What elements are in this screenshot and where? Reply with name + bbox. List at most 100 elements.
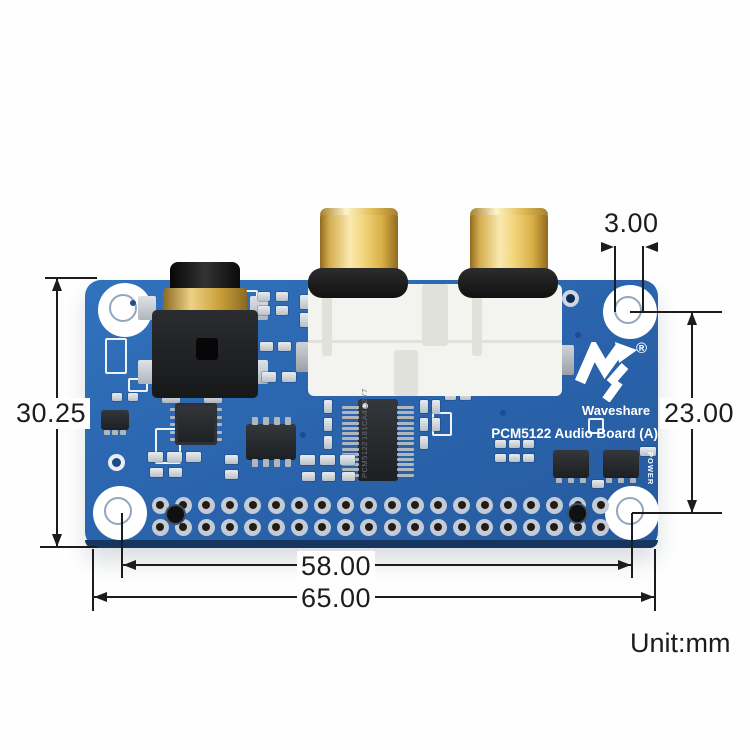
header-hole bbox=[545, 518, 563, 536]
registered-trademark: ® bbox=[636, 340, 648, 357]
hole-bore bbox=[614, 296, 642, 324]
rca-base-notch bbox=[422, 284, 448, 346]
smd-component bbox=[169, 468, 182, 477]
smd-component bbox=[186, 452, 201, 462]
via bbox=[566, 294, 575, 303]
audio-jack-gold-ring bbox=[163, 288, 247, 314]
chip-leg bbox=[397, 426, 414, 430]
dim-hole-spacing-vertical: 23.00 bbox=[660, 398, 739, 429]
header-hole bbox=[592, 518, 610, 536]
chip-pin1-dot bbox=[362, 403, 368, 409]
rca-shield-tab bbox=[560, 345, 574, 375]
smd-component bbox=[112, 393, 122, 401]
chip-leg bbox=[252, 459, 258, 467]
chip-leg bbox=[397, 473, 414, 477]
header-hole bbox=[221, 518, 239, 536]
pcb-bottom-edge bbox=[85, 540, 658, 548]
chip-leg bbox=[217, 430, 222, 434]
locating-hole bbox=[569, 505, 586, 522]
rca-shield-tab bbox=[296, 342, 310, 372]
chip-leg bbox=[170, 438, 175, 441]
dimension-line bbox=[121, 513, 123, 578]
rca-ring-right bbox=[458, 268, 558, 298]
smd-component bbox=[420, 418, 428, 431]
dim-board-width: 65.00 bbox=[297, 583, 376, 614]
brand-label: Waveshare bbox=[581, 403, 651, 418]
sot23-chip bbox=[553, 450, 589, 478]
power-led-label: POWER bbox=[646, 452, 655, 486]
smd-component bbox=[282, 372, 296, 382]
chip-leg bbox=[104, 430, 110, 435]
mount-hole-bottom-left bbox=[93, 486, 147, 540]
smd-component bbox=[278, 342, 291, 351]
header-hole bbox=[313, 518, 331, 536]
chip-leg bbox=[568, 478, 574, 483]
dimension-line bbox=[614, 246, 616, 312]
sot23-chip bbox=[101, 410, 129, 430]
dimension-line bbox=[654, 549, 656, 611]
smd-component bbox=[276, 306, 288, 315]
chip-leg bbox=[342, 406, 359, 409]
chip-leg bbox=[397, 468, 414, 472]
header-hole bbox=[221, 496, 239, 514]
chip-leg bbox=[342, 468, 359, 472]
chip-leg bbox=[217, 438, 222, 441]
dimension-line bbox=[122, 564, 632, 566]
chip-leg bbox=[263, 417, 269, 425]
chip-leg bbox=[170, 430, 175, 434]
chip-leg bbox=[170, 408, 175, 411]
header-hole bbox=[267, 496, 285, 514]
chip-leg bbox=[342, 411, 359, 415]
waveshare-logo-icon bbox=[574, 337, 641, 407]
smd-component bbox=[150, 468, 163, 477]
chip-leg bbox=[112, 430, 118, 435]
chip-leg bbox=[397, 406, 414, 409]
pcm5122-main-chip bbox=[358, 399, 398, 481]
chip-leg bbox=[630, 478, 636, 483]
audio-jack-body bbox=[152, 310, 258, 398]
smd-component bbox=[258, 306, 270, 315]
dim-hole-diameter: 3.00 bbox=[600, 208, 663, 239]
chip-leg bbox=[170, 415, 175, 419]
dim-board-height: 30.25 bbox=[12, 398, 91, 429]
chip-leg bbox=[342, 426, 359, 430]
smd-component bbox=[260, 342, 273, 351]
unit-label: Unit:mm bbox=[630, 628, 731, 658]
chip-leg bbox=[342, 421, 359, 425]
smd-component bbox=[320, 455, 335, 465]
header-hole bbox=[197, 518, 215, 536]
smd-component bbox=[340, 455, 355, 465]
header-hole bbox=[522, 496, 540, 514]
smd-component bbox=[523, 440, 534, 448]
smd-component bbox=[148, 452, 163, 462]
smd-component bbox=[324, 418, 332, 431]
smd-component bbox=[262, 372, 276, 382]
smd-component bbox=[300, 295, 309, 309]
dimension-arrow bbox=[641, 592, 654, 602]
header-hole bbox=[383, 496, 401, 514]
chip-leg bbox=[397, 447, 414, 451]
chip-leg bbox=[397, 442, 414, 446]
smd-component bbox=[420, 436, 428, 449]
header-hole bbox=[429, 518, 447, 536]
smd-component bbox=[302, 472, 315, 481]
smd-component bbox=[445, 392, 456, 400]
chip-leg bbox=[397, 458, 414, 461]
header-hole bbox=[360, 496, 378, 514]
silkscreen-outline bbox=[105, 338, 127, 374]
chip-leg bbox=[618, 478, 624, 483]
smd-component bbox=[324, 400, 332, 413]
header-hole bbox=[337, 518, 355, 536]
dimension-arrow bbox=[618, 560, 631, 570]
dimension-arrow bbox=[123, 560, 136, 570]
via bbox=[300, 432, 306, 438]
chip-leg bbox=[342, 437, 359, 441]
chip-leg bbox=[397, 432, 414, 435]
smd-component bbox=[495, 454, 506, 462]
header-hole bbox=[267, 518, 285, 536]
dimension-arrow bbox=[94, 592, 107, 602]
header-hole bbox=[476, 496, 494, 514]
header-hole bbox=[476, 518, 494, 536]
dimension-line bbox=[631, 513, 633, 578]
header-hole bbox=[522, 518, 540, 536]
